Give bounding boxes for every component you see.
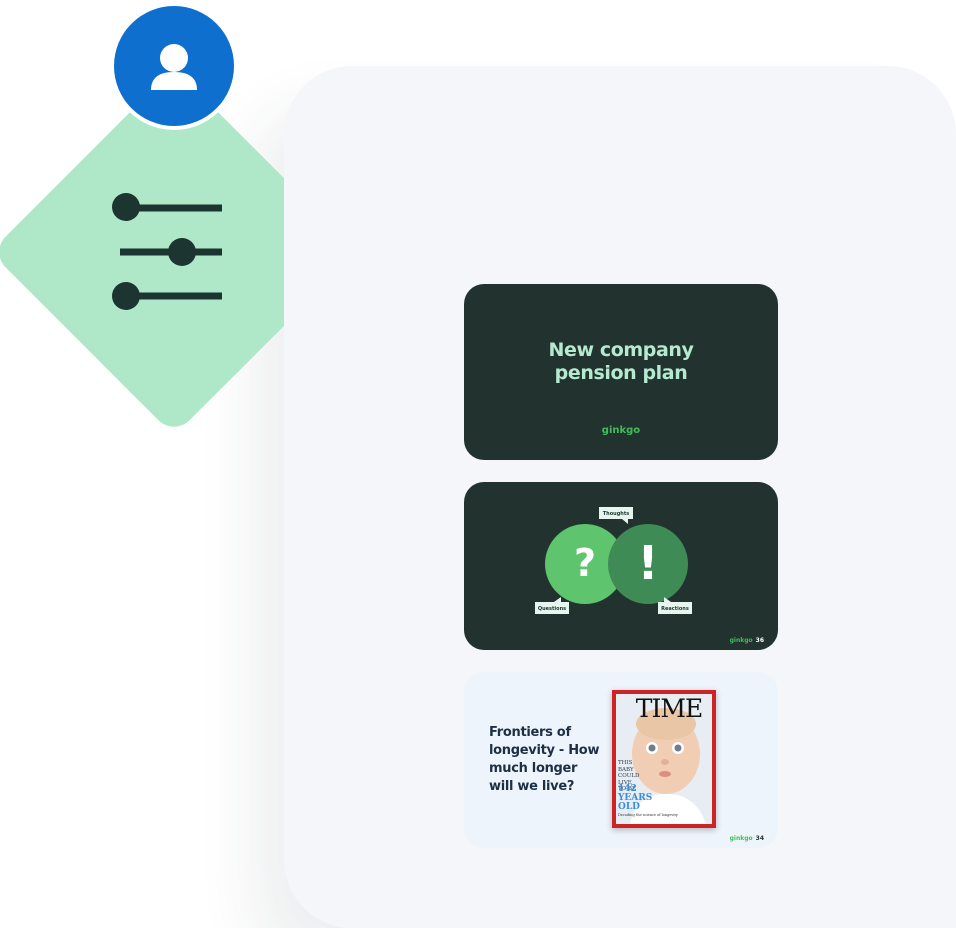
- label-reactions: Reactions: [661, 606, 689, 612]
- user-avatar[interactable]: [114, 6, 234, 126]
- callout-questions: [535, 602, 569, 614]
- callout-thoughts: [599, 507, 633, 519]
- page-number: 34: [755, 835, 764, 842]
- user-icon: [151, 44, 197, 90]
- slide-title: New company pension plan: [548, 339, 694, 384]
- page-number: 36: [755, 637, 764, 644]
- label-questions: Questions: [538, 606, 566, 612]
- label-thoughts: Thoughts: [603, 511, 629, 517]
- callout-reactions: [658, 602, 692, 614]
- brand-logo: ginkgo: [729, 637, 753, 644]
- baby-photo: [616, 694, 712, 824]
- question-icon: ?: [574, 541, 596, 585]
- exclamation-icon: !: [638, 536, 659, 590]
- slide-thumbnail-longevity[interactable]: Frontiers of longevity - How much longer…: [464, 672, 778, 848]
- exclamation-circle: [608, 524, 688, 604]
- cover-headline: 142 YEARS OLD: [618, 784, 653, 812]
- sliders-icon: [112, 193, 222, 310]
- slide-thumbnail-pension[interactable]: New company pension plan ginkgo: [464, 284, 778, 460]
- cover-text: THIS BABY COULD LIVE TO BE: [618, 760, 640, 792]
- magazine-masthead: TIME: [635, 694, 703, 723]
- magazine-cover-image: TIME THIS BABY COULD LIVE TO BE 142 YEAR…: [612, 690, 716, 828]
- question-circle: [545, 524, 625, 604]
- brand-logo: ginkgo: [601, 425, 641, 436]
- slide-title: Frontiers of longevity - How much longer…: [489, 725, 600, 794]
- cover-subtitle: Decoding the science of longevity: [618, 813, 678, 817]
- venn-diagram: ? ! Thoughts Questions Reactions: [535, 507, 692, 614]
- brand-logo: ginkgo: [729, 835, 753, 842]
